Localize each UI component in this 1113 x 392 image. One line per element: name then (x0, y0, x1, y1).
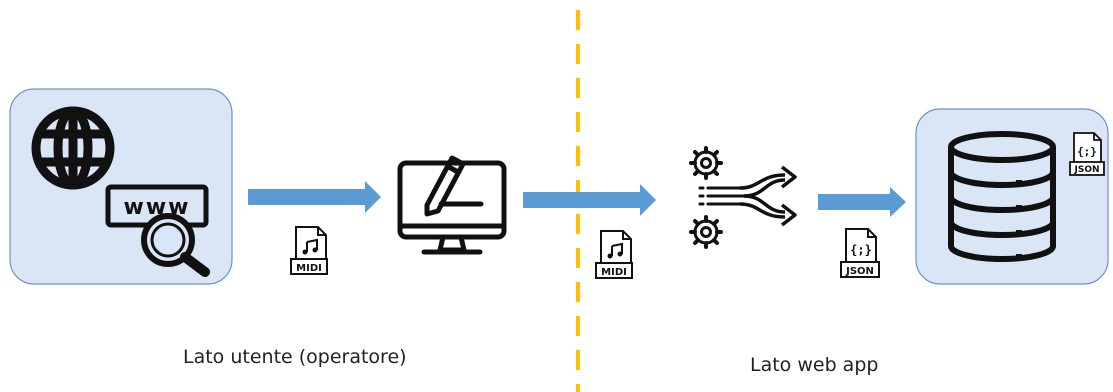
search-icon (141, 213, 210, 277)
globe-www-search-icon (31, 106, 115, 190)
database-icon (948, 131, 1056, 262)
arrow-browser-to-editor (248, 181, 381, 213)
midi-file-icon: MIDI (290, 226, 328, 275)
webapp-side-label: Lato web app (750, 354, 879, 376)
midi-label: MIDI (601, 267, 627, 278)
json-label: JSON (845, 266, 874, 277)
arrow-processor-to-database (818, 187, 906, 217)
json-label: JSON (1073, 165, 1099, 175)
json-glyph: {;} (1077, 145, 1097, 158)
user-side-label: Lato utente (operatore) (183, 346, 407, 368)
database-box: {;} JSON (915, 108, 1109, 285)
json-file-icon: {;} JSON (840, 228, 880, 278)
json-file-icon: {;} JSON (1069, 132, 1105, 176)
browser-box: www (9, 88, 233, 285)
midi-file-icon: MIDI (595, 230, 633, 279)
monitor-pen-icon (397, 155, 507, 255)
json-glyph: {;} (850, 243, 872, 257)
arrow-editor-to-processor (523, 184, 656, 216)
gears-flow-icon (689, 146, 797, 249)
midi-label: MIDI (296, 263, 322, 274)
